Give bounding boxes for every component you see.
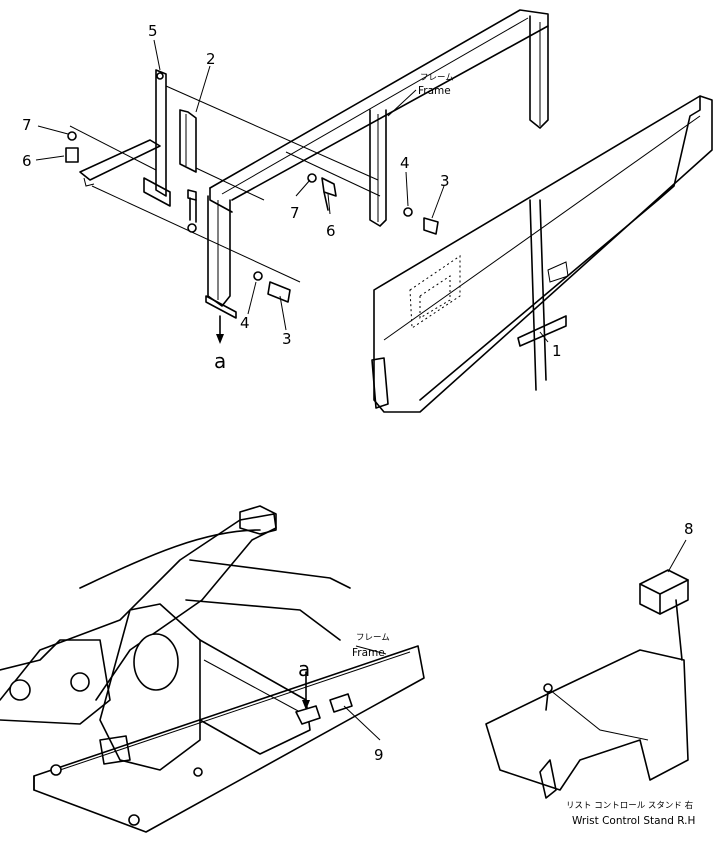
wrist-stand-label-en: Wrist Control Stand R.H	[572, 815, 695, 827]
callout-2: 2	[206, 50, 216, 68]
callout-4a: 4	[400, 154, 410, 172]
lower-frame-assembly	[0, 505, 425, 833]
callout-8: 8	[684, 520, 694, 538]
callout-6a: 6	[22, 152, 32, 170]
frame-label-en-top: Frame	[418, 85, 451, 97]
callout-3a: 3	[440, 172, 450, 190]
upper-frame-assembly	[65, 9, 549, 344]
callout-4b: 4	[240, 314, 250, 332]
bolt-hole-pattern	[409, 255, 461, 329]
callout-6b: 6	[326, 222, 336, 240]
wrist-stand-label-jp: リスト コントロール スタンド 右	[566, 800, 693, 811]
ref-a-top: a	[214, 349, 226, 373]
callout-5: 5	[148, 22, 158, 40]
side-cover-panel	[371, 95, 713, 413]
callout-3b: 3	[282, 330, 292, 348]
callout-9: 9	[374, 746, 384, 764]
callout-labels: 1 2 3 3 4 4 5 6 6 7 7 8 9	[22, 22, 694, 764]
frame-label-en-bottom: Frame	[352, 647, 385, 659]
text-labels: フレーム Frame a フレーム Frame a リスト コントロール スタン…	[214, 73, 695, 827]
callout-7b: 7	[290, 204, 300, 222]
callout-7a: 7	[22, 116, 32, 134]
wrist-control-stand	[485, 539, 689, 799]
callout-1: 1	[552, 342, 562, 360]
frame-label-jp-bottom: フレーム	[356, 633, 390, 643]
ref-a-bottom: a	[298, 657, 310, 681]
frame-label-jp-top: フレーム	[420, 73, 454, 83]
leader-lines-top	[35, 39, 549, 343]
